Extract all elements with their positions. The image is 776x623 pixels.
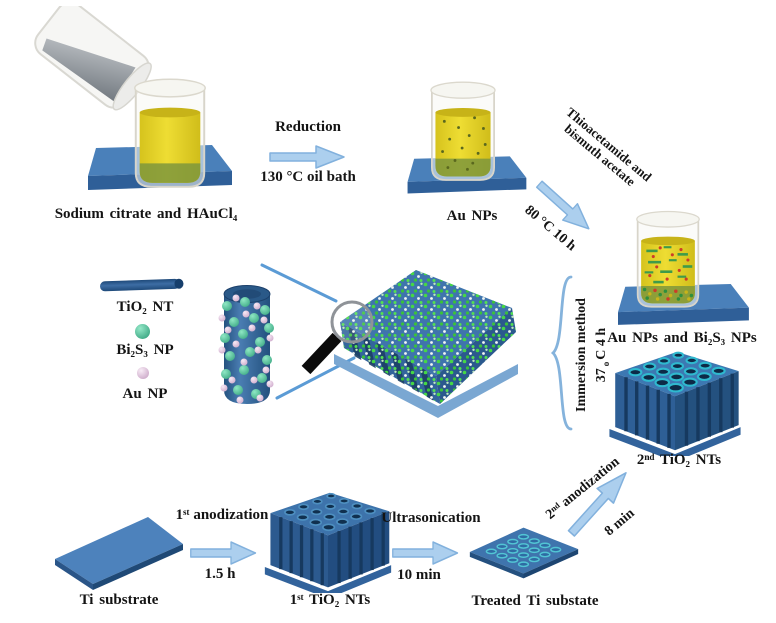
plate-top-face [55,517,183,584]
ti-substrate-plate [55,517,183,590]
arrow-reduction-icon [269,145,345,169]
label-2nd-tio2-nts: 2ⁿᵈ TiO₂ NTs [636,452,722,468]
tio2-nanotube-rod-icon [100,278,184,292]
pouring-vessel-icon [34,6,152,111]
plate-right-edge [523,549,579,579]
arrow4-caption-below: 10 min [397,567,441,583]
arrow3-caption-below: 1.5 h [204,566,236,582]
tube-columns [624,373,734,448]
array-right-face [675,371,739,451]
arrow-thioacetamide-icon [535,180,590,230]
curly-brace-icon [550,275,573,431]
arrow2-caption-line1: Thioacetamide and [563,104,655,185]
label-treated-ti-substate: Treated Ti substate [471,593,599,609]
immersion-conditions-line: 37oC 4 h [592,276,612,434]
decorated-nanotube-array [334,270,518,418]
bi2s3-nanoparticle-icon [135,324,150,339]
decorated-nanotube-icon [218,285,274,404]
tube-columns [279,513,385,586]
arrow1-caption-above: Reduction [275,119,341,135]
dimple-pattern [485,533,562,568]
tube-openings [284,492,376,532]
bi2s3-streaks [644,246,693,284]
arrow-ultrasonication-icon [392,541,459,565]
arrow-2nd-anodization-icon [567,472,627,537]
bi2s3-spheres [220,297,274,399]
au-nanoparticle-icon [137,367,149,379]
liquid-bottom-band [435,158,491,177]
immersion-temp-value: 37 [594,368,609,383]
tube-opening [233,289,261,299]
array-left-face [270,513,328,588]
au-np-specks [441,116,487,171]
arrow3-caption-above: 1ˢᵗ anodization [175,507,269,523]
arrow-1st-anodization-icon [190,541,257,565]
nanotube-array-1st [264,492,392,593]
beaker-rim [134,78,206,98]
vessel-contents [42,38,136,102]
immersion-temp-unit: C 4 h [594,327,609,360]
array-base [609,427,741,456]
nanotube-array-2nd [609,351,741,456]
magnifier-icon [301,300,374,375]
liquid-surface [641,236,695,246]
beaker-rim [430,81,496,99]
array-base [264,565,392,593]
treated-ti-substrate-plate [469,527,579,579]
label-ti-substrate: Ti substrate [79,592,159,608]
beaker-sodium-citrate [134,78,206,188]
au-spheres [218,294,274,404]
immersion-method-text: Immersion method 37oC 4 h [572,276,614,434]
beaker-au-nps [430,81,496,181]
immersion-method-line: Immersion method [574,298,589,412]
plate-left-edge [55,559,93,590]
array-base [334,354,518,418]
beaker-rim [636,210,700,228]
liquid-surface [139,107,201,118]
immersion-degree-symbol: o [601,361,611,367]
liquid-bottom-band [139,163,201,183]
plate-front-face [407,177,527,194]
tube-openings-teal [628,351,726,393]
sediment-particles [642,287,694,301]
red-dots [648,246,690,281]
beaker-au-bi2s3-nps [636,210,700,308]
label-au-nps: Au NPs [446,208,498,224]
legend-label-au-np: Au NP [122,386,168,402]
label-sodium-citrate: Sodium citrate and HAuCl₄ [54,206,238,222]
legend-label-tio2-nt: TiO₂ NT [116,299,174,315]
plate-left-edge [469,552,524,579]
plate-top-face [469,527,579,574]
liquid-surface [435,108,491,117]
arrow4-caption-above: Ultrasonication [381,510,481,526]
label-au-bi2s3-nps: Au NPs and Bi₂S₃ NPs [607,330,757,346]
array-left-face [615,373,675,451]
plate-front-face [618,307,749,325]
legend-label-bi2s3-np: Bi₂S₃ NP [116,342,174,358]
plate-right-edge [93,544,183,590]
array-right-face [328,511,390,588]
arrow1-caption-below: 130 °C oil bath [260,169,356,185]
label-1st-tio2-nts: 1ˢᵗ TiO₂ NTs [289,592,371,608]
nanoparticle-dots [340,270,516,404]
